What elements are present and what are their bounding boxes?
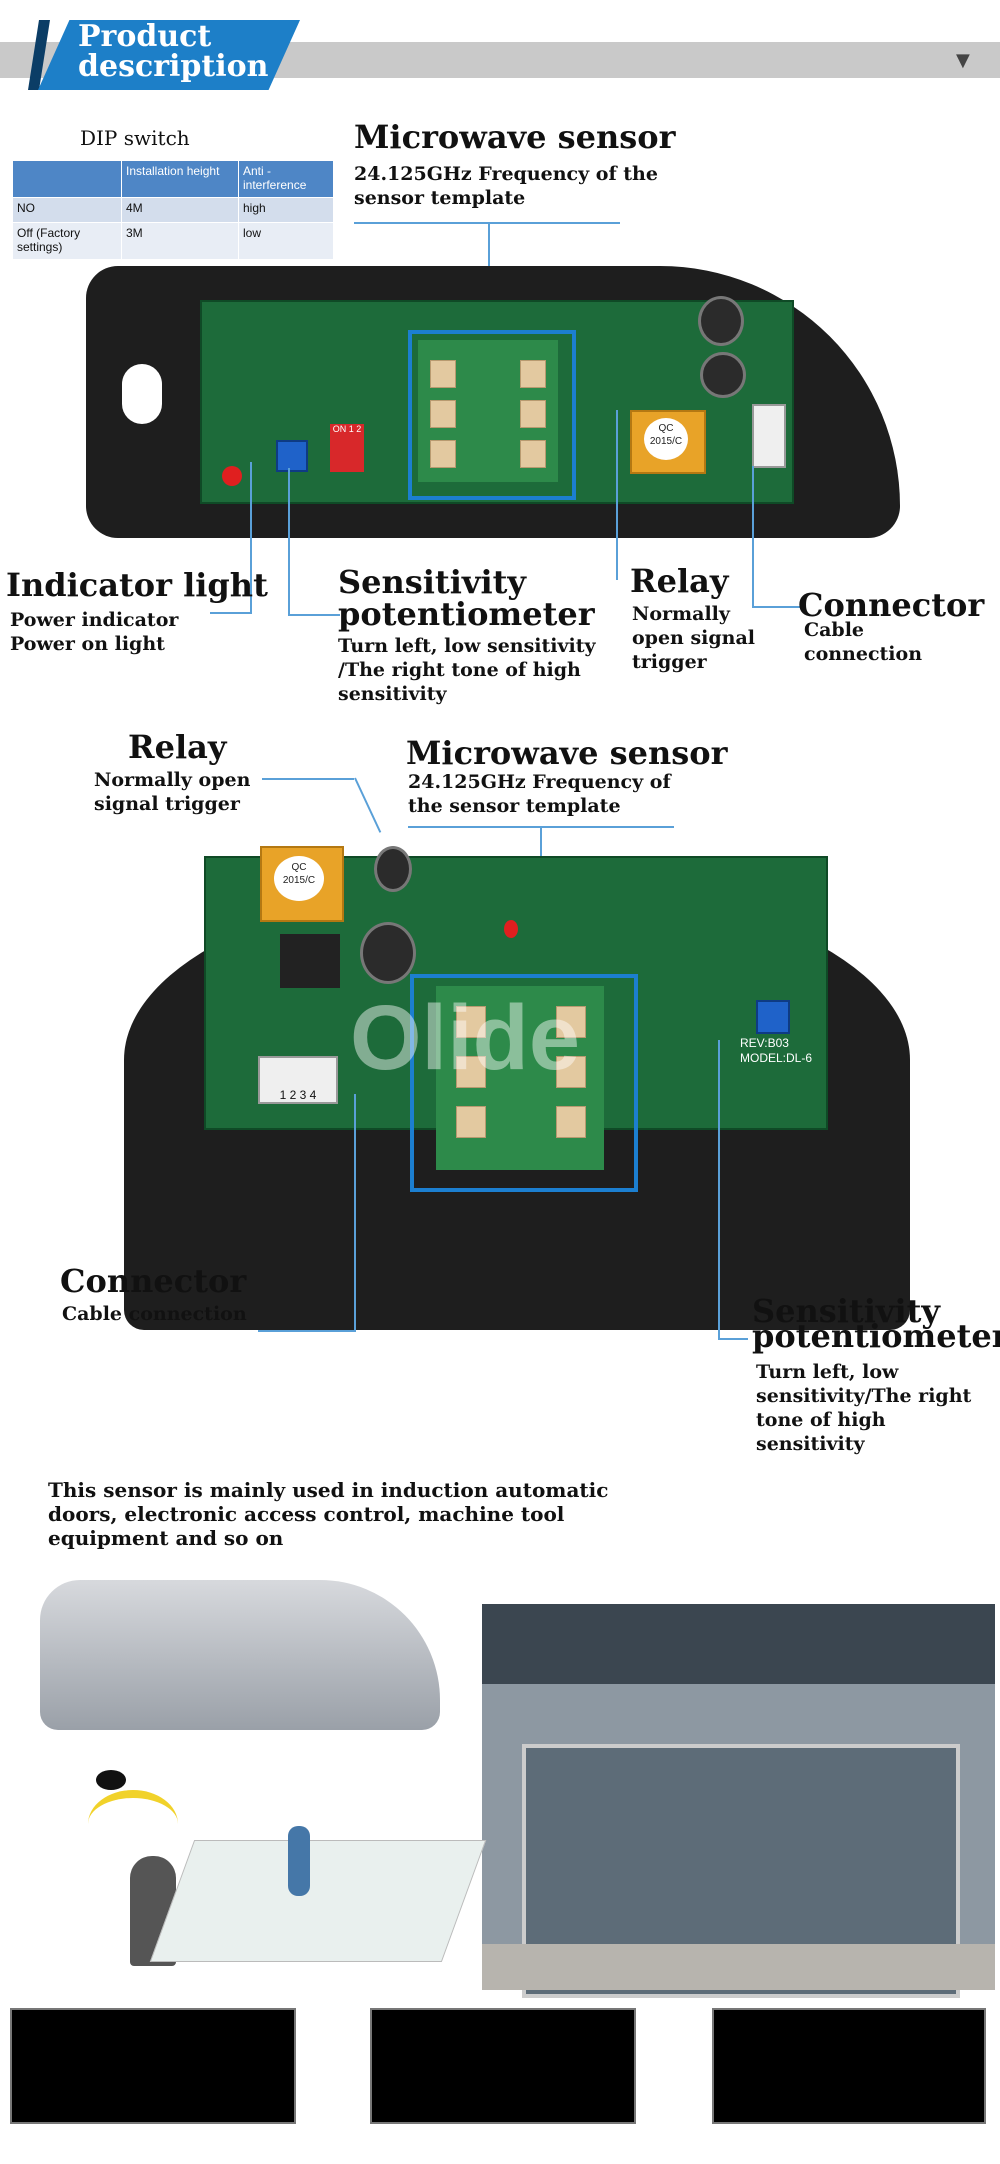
cable-connector: 1 2 3 4 — [258, 1056, 338, 1104]
leader-line — [718, 1040, 720, 1338]
microwave-sensor-box — [408, 330, 576, 500]
microwave-sensor-title-2: Microwave sensor — [406, 734, 728, 772]
antenna-patch — [456, 1056, 486, 1088]
microwave-sensor-box — [410, 974, 638, 1192]
watermark-logo: Olide — [350, 987, 581, 1089]
door-canopy — [482, 1604, 995, 1684]
relay-desc-2: Normally open signal trigger — [94, 769, 251, 815]
qc-sticker: QC 2015/C — [274, 856, 324, 901]
connector-title-2: Connector — [60, 1262, 247, 1300]
capacitor — [700, 352, 746, 398]
leader-line — [752, 606, 800, 608]
antenna-patch — [556, 1106, 586, 1138]
wave-icon — [88, 1790, 178, 1858]
indicator-light-title: Indicator light — [6, 566, 268, 604]
capacitor — [374, 846, 412, 892]
table-cell: low — [238, 222, 334, 260]
antenna-patch — [430, 360, 456, 388]
indicator-led — [222, 466, 242, 486]
dip-switch-table: Installation height Anti - interference … — [12, 160, 334, 260]
table-cell: NO — [12, 197, 122, 223]
leader-line — [354, 777, 382, 833]
antenna-patch — [430, 400, 456, 428]
leader-line — [262, 778, 354, 780]
antenna-patch — [430, 440, 456, 468]
floor-zone — [149, 1840, 487, 1962]
antenna-patch — [556, 1056, 586, 1088]
table-cell: 4M — [121, 197, 239, 223]
sensitivity-title-4: potentiometer — [752, 1317, 1000, 1355]
antenna-patch — [520, 400, 546, 428]
table-cell: 3M — [121, 222, 239, 260]
mount-hole — [122, 364, 162, 424]
page-title: Product description — [78, 19, 269, 84]
table-header: Anti - interference — [238, 160, 334, 198]
cable-connector — [752, 404, 786, 468]
capacitor — [360, 922, 416, 984]
chip — [280, 934, 340, 988]
connector-desc-2: Cable connection — [62, 1303, 247, 1325]
door-floor — [482, 1944, 995, 1990]
leader-line — [288, 614, 340, 616]
antenna-patch — [556, 1006, 586, 1038]
leader-line — [288, 468, 290, 614]
indicator-light-desc-2: Power on light — [10, 633, 165, 655]
header-tab — [38, 20, 300, 90]
indicator-light-desc-1: Power indicator — [10, 609, 179, 631]
detection-diagram-walking — [370, 2008, 636, 2124]
leader-line — [210, 612, 252, 614]
leader-line — [250, 462, 252, 612]
leader-line — [616, 410, 618, 580]
detection-diagram-wheelchair — [10, 2008, 296, 2124]
connector-desc: Cable connection — [804, 619, 923, 665]
relay-title: Relay — [630, 562, 729, 600]
sensitivity-desc-2: Turn left, low sensitivity/The right ton… — [756, 1361, 972, 1455]
sensitivity-potentiometer — [276, 440, 308, 472]
leader-line — [718, 1338, 748, 1340]
sensitivity-title-3: Sensitivity — [752, 1292, 940, 1330]
microwave-sensor-title: Microwave sensor — [354, 118, 676, 156]
leader-line — [354, 222, 620, 224]
antenna-patch — [456, 1106, 486, 1138]
detection-diagram-cart — [712, 2008, 986, 2124]
relay-title-2: Relay — [128, 728, 227, 766]
walking-person-icon — [288, 1826, 310, 1896]
usage-text: This sensor is mainly used in induction … — [48, 1478, 609, 1550]
board-model-text: REV:B03 MODEL:DL-6 — [740, 1036, 813, 1065]
automatic-door-photo — [482, 1604, 995, 1998]
sensor-icon — [96, 1770, 126, 1790]
table-cell: Off (Factory settings) — [12, 222, 122, 260]
collapse-arrow-icon[interactable]: ▼ — [956, 50, 970, 71]
indicator-led — [504, 920, 518, 938]
qc-sticker: QC 2015/C — [644, 418, 688, 460]
dip-switch: ON 1 2 — [330, 424, 364, 472]
microwave-sensor-desc-2: 24.125GHz Frequency of the sensor templa… — [408, 771, 671, 817]
antenna-patch — [520, 360, 546, 388]
antenna-patch — [520, 440, 546, 468]
capacitor — [698, 296, 744, 346]
usage-illustration — [8, 1760, 487, 1970]
dip-switch-title: DIP switch — [80, 126, 190, 150]
table-header: Installation height — [121, 160, 239, 198]
table-header — [12, 160, 122, 198]
leader-line — [258, 1330, 356, 1332]
sensitivity-title-2: potentiometer — [338, 595, 595, 633]
relay-desc: Normally open signal trigger — [632, 603, 756, 673]
table-row: NO 4M high — [12, 197, 334, 223]
table-cell: high — [238, 197, 334, 223]
sensitivity-potentiometer — [756, 1000, 790, 1034]
sensitivity-title-1: Sensitivity — [338, 563, 526, 601]
leader-line — [354, 1094, 356, 1330]
microwave-sensor-desc: 24.125GHz Frequency of the sensor templa… — [354, 163, 658, 209]
antenna-patch — [456, 1006, 486, 1038]
table-row: Off (Factory settings) 3M low — [12, 222, 334, 260]
sensitivity-desc: Turn left, low sensitivity /The right to… — [338, 635, 596, 705]
sensor-product-photo — [40, 1580, 440, 1730]
leader-line — [752, 466, 754, 606]
connector-title: Connector — [798, 586, 985, 624]
